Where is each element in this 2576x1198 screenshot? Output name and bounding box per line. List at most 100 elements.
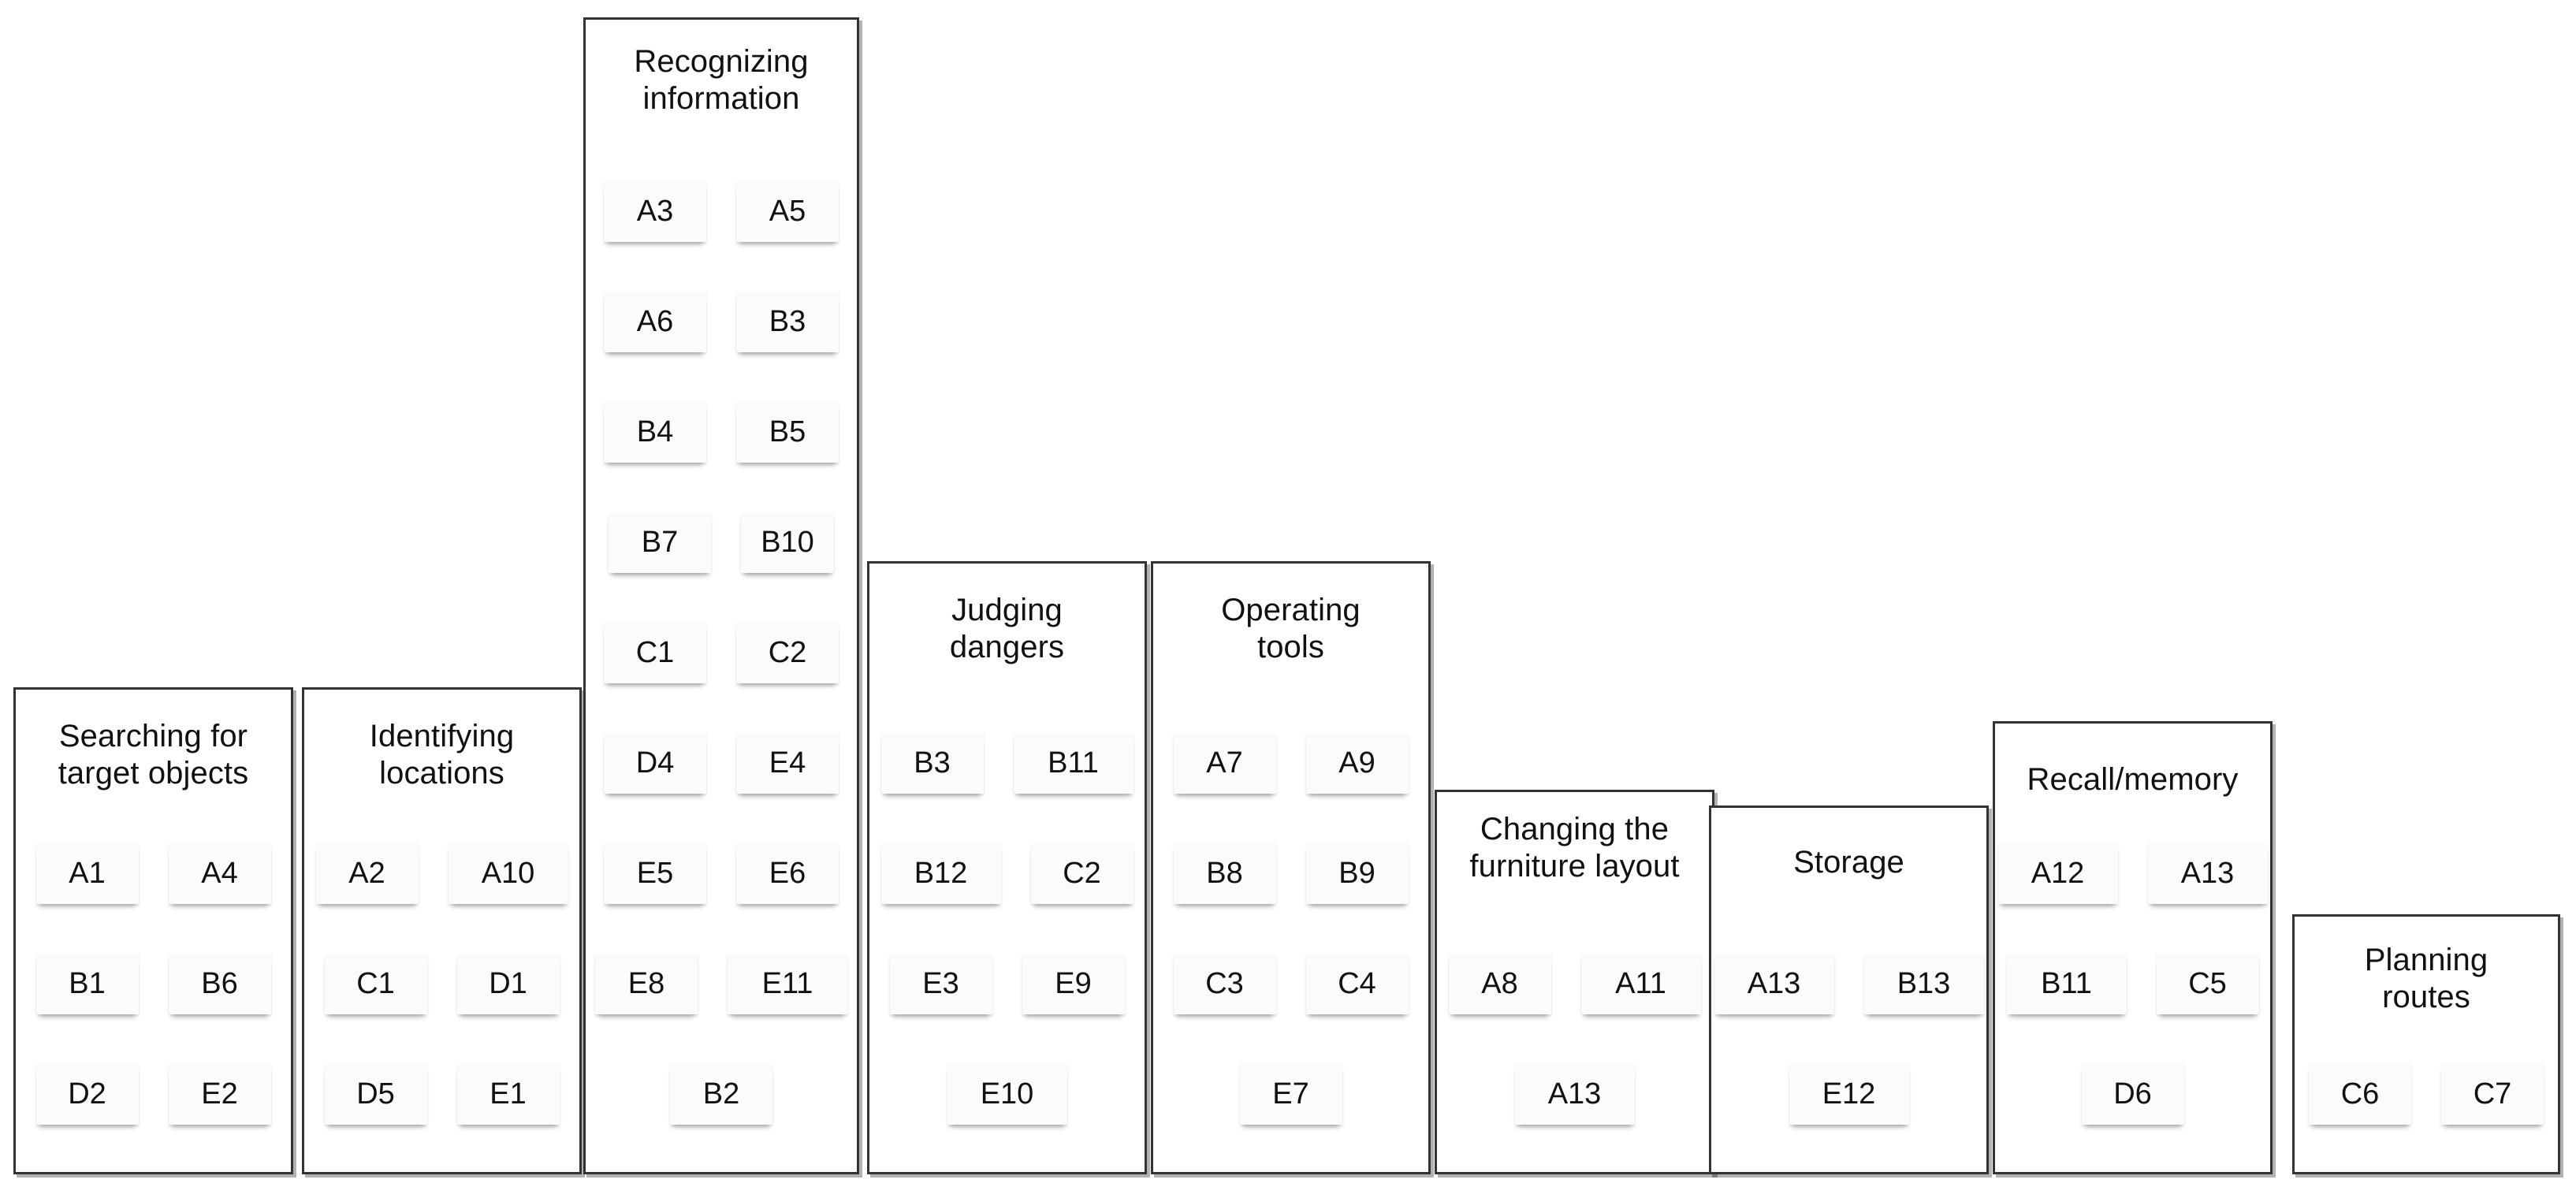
chip-row: C3 C4 [1153,954,1428,1014]
chip-e11[interactable]: E11 [728,954,847,1014]
chip-a12[interactable]: A12 [1997,843,2118,904]
chip-b2[interactable]: B2 [670,1064,772,1125]
chip-a8[interactable]: A8 [1448,954,1551,1014]
chip-b3[interactable]: B3 [880,733,984,794]
chip-c6[interactable]: C6 [2309,1064,2411,1125]
chip-a13[interactable]: A13 [1514,1064,1635,1125]
group-title-identifying-locations: Identifying locations [369,719,515,791]
chip-row: B11 C5 [1995,954,2270,1014]
chip-e1[interactable]: E1 [456,1064,560,1125]
chip-b6[interactable]: B6 [168,954,271,1014]
chip-a1[interactable]: A1 [35,843,139,904]
chip-row: D2 E2 [16,1064,291,1125]
chip-row: D6 [1995,1064,2270,1125]
chip-e6[interactable]: E6 [736,843,839,904]
group-title-changing-the-furniture-layout: Changing the furniture layout [1469,812,1680,884]
chip-b3[interactable]: B3 [736,292,839,352]
chip-d4[interactable]: D4 [604,733,706,794]
chip-a4[interactable]: A4 [168,843,271,904]
chip-row: A8 A11 [1437,954,1712,1014]
chip-e12[interactable]: E12 [1789,1064,1909,1125]
chip-d1[interactable]: D1 [456,954,560,1014]
chip-row: E8 E11 [586,954,857,1014]
chip-a5[interactable]: A5 [736,181,839,242]
chip-row: B4 B5 [586,402,857,463]
chip-b8[interactable]: B8 [1173,843,1276,904]
chip-e10[interactable]: E10 [947,1064,1067,1125]
chip-c5[interactable]: C5 [2156,954,2259,1014]
chip-e7[interactable]: E7 [1239,1064,1342,1125]
chip-b11[interactable]: B11 [2006,954,2127,1014]
chip-b11[interactable]: B11 [1013,733,1134,794]
chip-b12[interactable]: B12 [880,843,1001,904]
chip-a13[interactable]: A13 [2147,843,2268,904]
chip-row: A2 A10 [304,843,579,904]
chip-row: C1 C2 [586,623,857,683]
chip-e8[interactable]: E8 [595,954,698,1014]
chip-b7[interactable]: B7 [609,512,711,573]
chip-row: D5 E1 [304,1064,579,1125]
group-title-judging-dangers: Judging dangers [949,593,1065,665]
group-title-recognizing-information: Recognizing information [634,44,809,117]
chip-grid: C6 C7 [2295,1064,2558,1125]
chip-c1[interactable]: C1 [604,623,706,683]
chip-d2[interactable]: D2 [35,1064,139,1125]
chip-d5[interactable]: D5 [324,1064,427,1125]
chip-d6[interactable]: D6 [2081,1064,2184,1125]
chip-row: A6 B3 [586,292,857,352]
chip-row: A7 A9 [1153,733,1428,794]
chip-a9[interactable]: A9 [1305,733,1409,794]
chip-c2[interactable]: C2 [736,623,839,683]
chip-b13[interactable]: B13 [1863,954,1984,1014]
chip-row: A13 [1437,1064,1712,1125]
chip-b9[interactable]: B9 [1305,843,1409,904]
chip-a2[interactable]: A2 [315,843,419,904]
chip-row: E3 E9 [869,954,1145,1014]
chip-a6[interactable]: A6 [604,292,706,352]
chip-row: A1 A4 [16,843,291,904]
chip-e3[interactable]: E3 [889,954,992,1014]
group-title-planning-routes: Planning routes [2364,943,2489,1015]
chip-a13[interactable]: A13 [1714,954,1834,1014]
chip-c2[interactable]: C2 [1030,843,1134,904]
chip-b5[interactable]: B5 [736,402,839,463]
chip-b4[interactable]: B4 [604,402,706,463]
chip-row: E5 E6 [586,843,857,904]
chip-c7[interactable]: C7 [2441,1064,2544,1125]
chip-row: A3 A5 [586,181,857,242]
chip-row: C1 D1 [304,954,579,1014]
chip-a11[interactable]: A11 [1580,954,1701,1014]
chip-a10[interactable]: A10 [448,843,568,904]
chip-a7[interactable]: A7 [1173,733,1276,794]
chip-c3[interactable]: C3 [1173,954,1276,1014]
chip-row: E10 [869,1064,1145,1125]
chip-a3[interactable]: A3 [604,181,706,242]
chip-e5[interactable]: E5 [604,843,706,904]
chip-e9[interactable]: E9 [1022,954,1125,1014]
chip-e4[interactable]: E4 [736,733,839,794]
chip-b1[interactable]: B1 [35,954,139,1014]
chip-b10[interactable]: B10 [741,512,834,573]
chip-e2[interactable]: E2 [168,1064,271,1125]
chip-row: A12 A13 [1995,843,2270,904]
group-title-operating-tools: Operating tools [1221,593,1361,665]
chip-c4[interactable]: C4 [1305,954,1409,1014]
chip-c1[interactable]: C1 [324,954,427,1014]
